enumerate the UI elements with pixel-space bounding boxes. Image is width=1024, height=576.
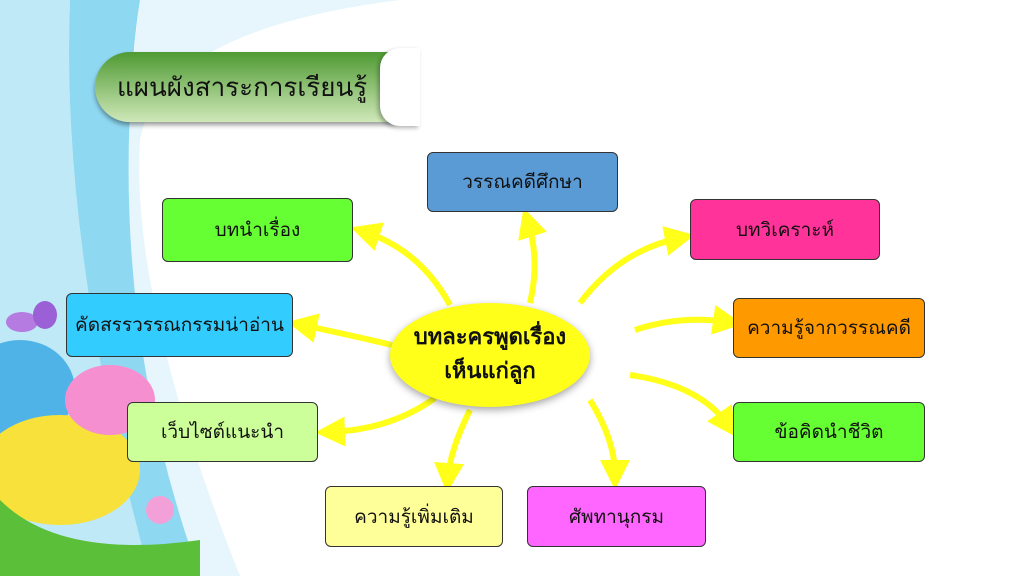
arrow: [577, 226, 695, 305]
node-literature-study[interactable]: วรรณคดีศึกษา: [427, 152, 618, 212]
page-title: แผนผังสาระการเรียนรู้: [95, 52, 395, 122]
node-recommended-literature[interactable]: คัดสรรวรรณกรรมน่าอ่าน: [66, 293, 293, 357]
node-analysis[interactable]: บทวิเคราะห์: [690, 199, 880, 260]
title-banner-cap: [380, 48, 420, 126]
node-recommended-websites[interactable]: เว็บไซต์แนะนำ: [127, 402, 318, 462]
arrow: [315, 395, 437, 447]
arrow: [287, 313, 393, 348]
node-additional-knowledge[interactable]: ความรู้เพิ่มเติม: [325, 486, 503, 547]
arrow: [587, 398, 630, 490]
egg-icon: [0, 340, 75, 440]
node-knowledge-from-literature[interactable]: ความรู้จากวรรณคดี: [733, 298, 925, 358]
central-topic-line1: บทละครพูดเรื่อง: [413, 325, 567, 350]
arrow: [434, 408, 473, 493]
node-glossary[interactable]: ศัพทานุกรม: [527, 486, 706, 547]
arrow: [629, 372, 737, 438]
arrow: [518, 207, 547, 304]
arrow: [634, 304, 743, 335]
central-topic-line2: เห็นแก่ลูก: [444, 359, 536, 384]
node-introduction[interactable]: บทนำเรื่อง: [162, 198, 353, 262]
node-life-lessons[interactable]: ข้อคิดนำชีวิต: [733, 402, 925, 462]
egg-icon: [0, 415, 140, 525]
butterfly-icon: [6, 301, 57, 332]
central-topic[interactable]: บทละครพูดเรื่อง เห็นแก่ลูก: [390, 303, 590, 407]
arrow: [350, 222, 453, 307]
